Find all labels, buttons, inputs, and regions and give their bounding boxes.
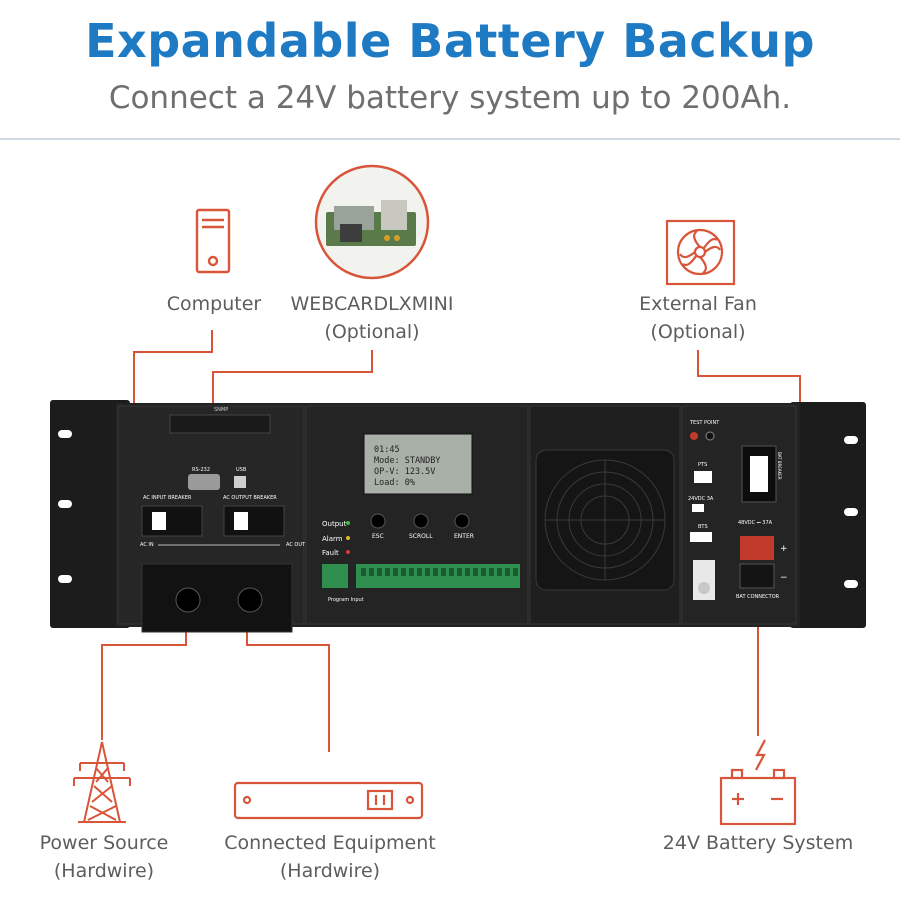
webcard-label: WEBCARDLXMINI (Optional) [290, 293, 454, 343]
ac-input-breaker-label: AC INPUT BREAKER [143, 495, 192, 501]
webcard-line [212, 350, 373, 420]
equipment-icon [233, 781, 424, 820]
bat-breaker-label: BAT BREAKER [777, 452, 782, 480]
test-point-label: TEST POINT [689, 420, 720, 426]
ups-rear-panel: SNMP RS-232 USB AC INPUT BREAKER AC OUTP… [50, 400, 866, 633]
scroll-label: SCROLL [409, 533, 433, 540]
pts-label: PTS [698, 462, 707, 468]
header-divider [0, 138, 900, 140]
ac-output-breaker-label: AC OUTPUT BREAKER [223, 495, 277, 501]
esc-button[interactable] [370, 513, 386, 529]
svg-text:−: − [780, 573, 788, 583]
lcd-line-4: Load: 0% [374, 478, 415, 488]
snmp-label: SNMP [214, 407, 228, 413]
webcard-icon [314, 164, 430, 280]
fan-rating-label: 24VDC 3A [688, 496, 714, 502]
power-source-label: Power Source (Hardwire) [39, 832, 169, 882]
lcd-line-3: OP-V: 123.5V [374, 467, 435, 477]
bat-connector-plus [740, 536, 774, 560]
ac-out-label: AC OUT [286, 542, 306, 548]
output-led-label: Output [322, 520, 347, 528]
bat-connector-label: BAT CONNECTOR [736, 594, 780, 600]
bat-connector-minus [739, 563, 775, 589]
computer-label: Computer [166, 293, 262, 315]
rs232-label: RS-232 [192, 467, 210, 473]
esc-label: ESC [372, 533, 384, 540]
fault-led-label: Fault [322, 549, 339, 557]
enter-button[interactable] [454, 513, 470, 529]
power-tower-icon [73, 741, 131, 823]
dc-rating-label: 48VDC ⎓ 37A [738, 520, 773, 526]
enter-label: ENTER [454, 533, 474, 540]
ac-in-label: AC IN [140, 542, 154, 548]
fault-led [346, 550, 350, 554]
usb-label: USB [236, 467, 247, 473]
output-led [346, 521, 350, 525]
lcd-line-2: Mode: STANDBY [374, 456, 441, 466]
equipment-label: Connected Equipment (Hardwire) [224, 832, 436, 882]
page-title: Expandable Battery Backup [85, 14, 815, 68]
scroll-button[interactable] [413, 513, 429, 529]
battery-label: 24V Battery System [662, 832, 854, 854]
computer-icon [195, 208, 231, 274]
page-subtitle: Connect a 24V battery system up to 200Ah… [108, 80, 792, 116]
fan-grille [544, 459, 666, 581]
program-input-label: Program Input [328, 597, 364, 603]
bts-label: BTS [698, 524, 708, 530]
svg-text:+: + [780, 544, 788, 554]
fan-label: External Fan (Optional) [639, 293, 757, 343]
fan-icon [665, 219, 736, 286]
alarm-led-label: Alarm [322, 535, 343, 543]
battery-icon [719, 739, 797, 826]
alarm-led [346, 536, 350, 540]
lcd-line-1: 01:45 [374, 445, 400, 455]
